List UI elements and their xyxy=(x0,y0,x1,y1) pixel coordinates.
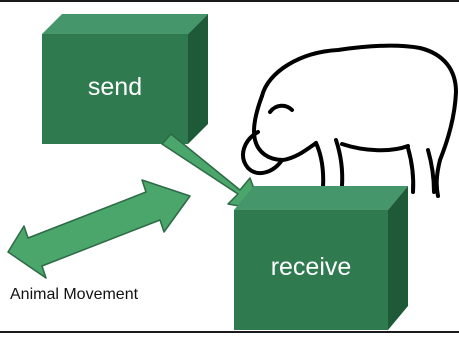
send-box-top xyxy=(42,14,208,34)
receive-label: receive xyxy=(271,253,352,281)
sheep-sketch-icon xyxy=(241,43,458,198)
send-label: send xyxy=(88,73,142,101)
double-headed-arrow-icon xyxy=(7,179,191,279)
bottom-border-line xyxy=(0,331,459,333)
top-border-line xyxy=(0,0,459,2)
receive-box-front xyxy=(234,210,388,330)
receive-box-top xyxy=(234,186,408,210)
animal-movement-caption: Animal Movement xyxy=(10,286,139,303)
send-box: send xyxy=(42,14,208,144)
receive-box: receive xyxy=(234,186,408,330)
send-box-side xyxy=(188,14,208,144)
send-box-front xyxy=(42,34,188,144)
receive-box-side xyxy=(388,186,408,330)
